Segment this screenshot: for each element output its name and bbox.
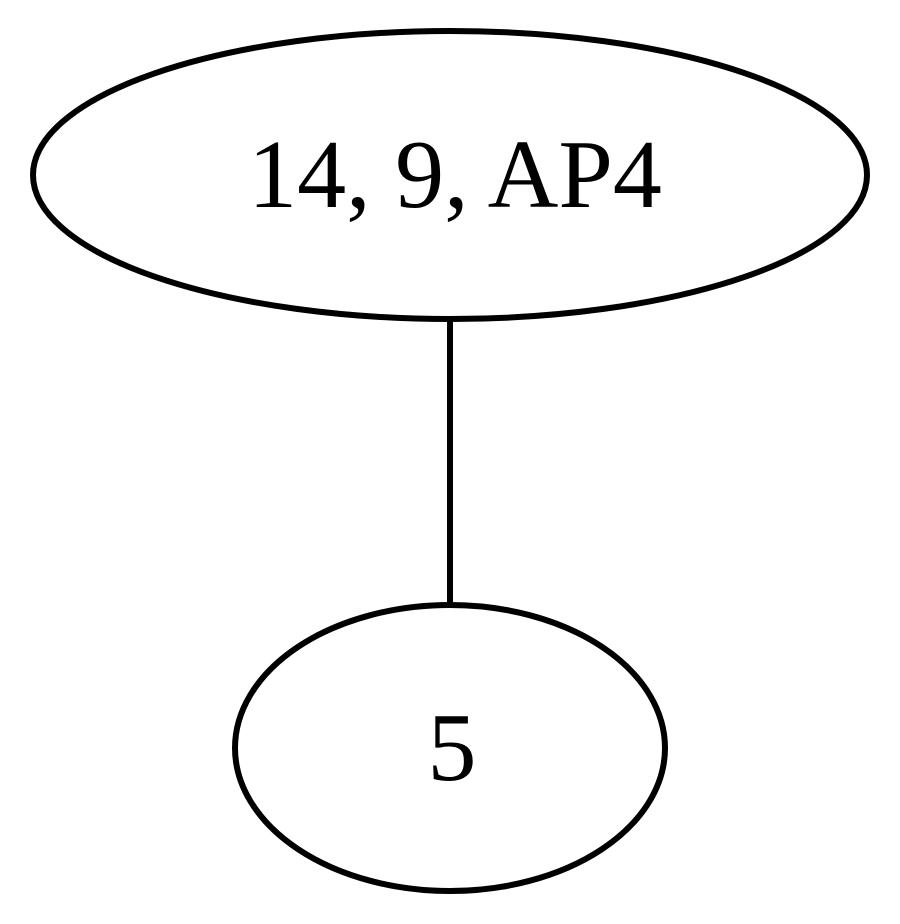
node-root: 14, 9, AP4 (30, 28, 870, 322)
node-root-ellipse (30, 28, 870, 322)
node-child: 5 (232, 602, 668, 894)
node-child-label: 5 (428, 694, 477, 802)
node-child-ellipse (232, 602, 668, 894)
node-root-label: 14, 9, AP4 (248, 121, 662, 229)
